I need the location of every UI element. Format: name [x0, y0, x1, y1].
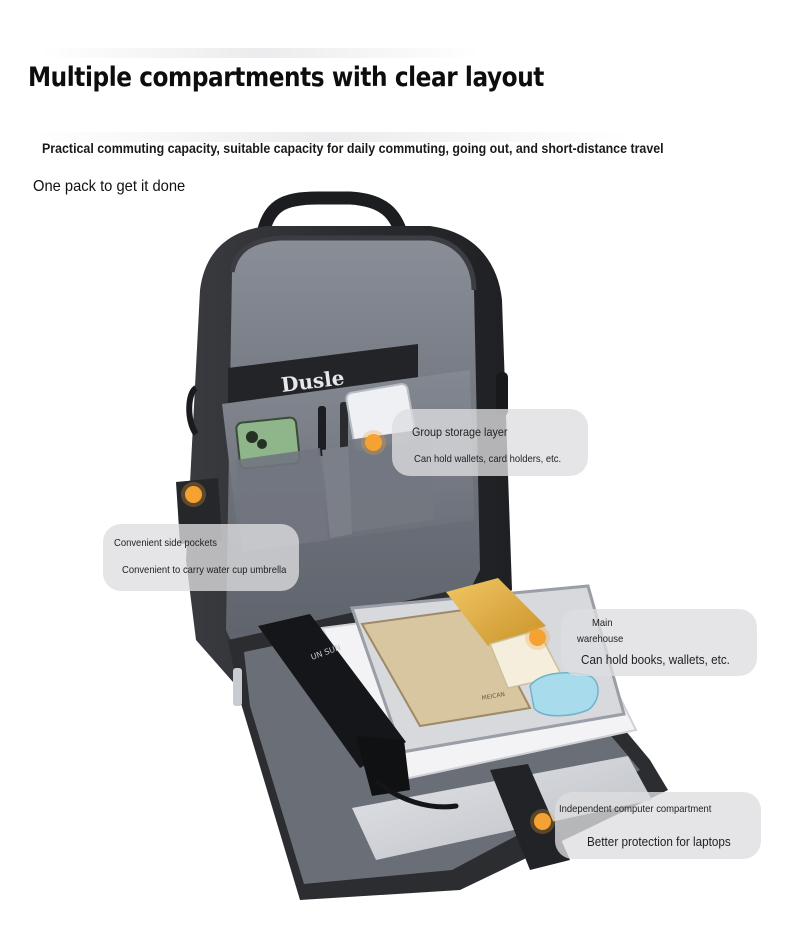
- phone-camera: [246, 431, 258, 443]
- callout-main-desc: Can hold books, wallets, etc.: [581, 652, 730, 667]
- callout-group-storage-desc: Can hold wallets, card holders, etc.: [414, 453, 562, 465]
- laptop: [352, 756, 652, 860]
- callout-main-warehouse: Main warehouse Can hold books, wallets, …: [561, 609, 757, 676]
- zipper-top: [229, 235, 477, 291]
- gold-box: [446, 578, 546, 646]
- callout-computer-compartment: Independent computer compartment Better …: [555, 792, 761, 859]
- top-handle: [255, 191, 409, 245]
- background-texture: [40, 48, 480, 58]
- hotspot-side-pockets[interactable]: [185, 486, 202, 503]
- phone-camera: [257, 439, 267, 449]
- callout-computer-desc: Better protection for laptops: [587, 834, 731, 849]
- page-title: Multiple compartments with clear layout: [28, 62, 544, 93]
- callout-side-pockets: Convenient side pockets Convenient to ca…: [103, 524, 299, 591]
- umbrella: [258, 614, 406, 768]
- callout-main-title-line1: Main: [592, 617, 613, 629]
- laptop-strap: [490, 764, 570, 870]
- callout-group-storage-title: Group storage layer: [412, 425, 508, 439]
- mouse: [529, 672, 599, 717]
- usb-port: [186, 385, 199, 436]
- tagline: One pack to get it done: [33, 178, 186, 195]
- callout-side-pockets-desc: Convenient to carry water cup umbrella: [122, 564, 287, 576]
- zipper-pull: [233, 668, 242, 706]
- callout-side-pockets-title: Convenient side pockets: [114, 537, 217, 549]
- umbrella-sleeve: [356, 736, 410, 796]
- hotspot-computer-compartment[interactable]: [534, 813, 551, 830]
- hotspot-group-storage[interactable]: [365, 434, 382, 451]
- page-subtitle: Practical commuting capacity, suitable c…: [42, 141, 664, 156]
- pen: [318, 406, 326, 456]
- side-strap: [496, 372, 508, 416]
- wallet-logo: MEICAN: [481, 691, 505, 702]
- background-texture: [30, 132, 630, 142]
- umbrella-strap: [375, 779, 459, 810]
- hotspot-main-warehouse[interactable]: [529, 629, 546, 646]
- pocket-flap: [322, 446, 352, 538]
- callout-main-title-line2: warehouse: [577, 633, 624, 645]
- callout-group-storage: Group storage layer Can hold wallets, ca…: [392, 409, 588, 476]
- callout-computer-title: Independent computer compartment: [559, 803, 712, 815]
- pen: [340, 402, 348, 454]
